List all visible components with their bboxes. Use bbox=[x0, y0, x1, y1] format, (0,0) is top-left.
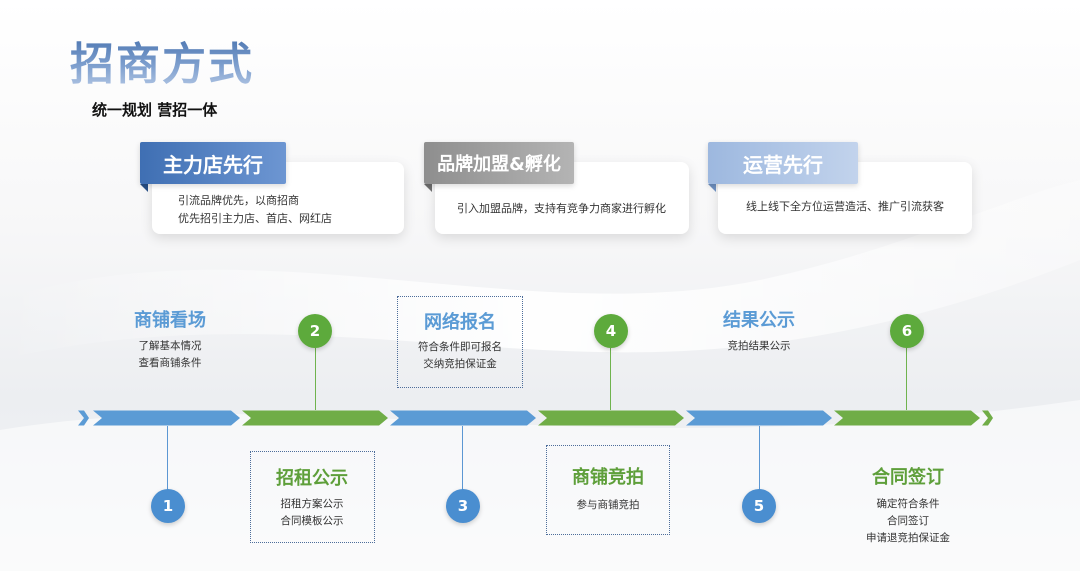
card-tag-operation-first: 运营先行 bbox=[708, 142, 858, 184]
step-title-2: 招租公示 bbox=[276, 468, 348, 489]
card-tag-anchor-store: 主力店先行 bbox=[140, 142, 286, 184]
page-subtitle: 统一规划 营招一体 bbox=[92, 101, 218, 119]
step-node-3: 3 bbox=[446, 489, 480, 523]
card-line: 线上线下全方位运营造活、推广引流获客 bbox=[746, 200, 944, 213]
timeline-segment-3 bbox=[390, 410, 536, 426]
timeline-chevron-end bbox=[982, 410, 993, 426]
card-tag-brand-franchise: 品牌加盟&孵化 bbox=[424, 142, 574, 184]
connector-1 bbox=[167, 426, 168, 496]
step-desc-line: 了解基本情况 bbox=[138, 340, 202, 352]
step-title-3: 网络报名 bbox=[424, 312, 496, 333]
card-text: 引入加盟品牌，支持有竞争力商家进行孵化 bbox=[457, 200, 666, 218]
step-desc-line: 符合条件即可报名 bbox=[418, 341, 502, 353]
connector-6 bbox=[906, 348, 907, 410]
timeline-chevron-start bbox=[78, 410, 89, 426]
step-desc-line: 参与商铺竞拍 bbox=[576, 499, 640, 511]
timeline-segment-1 bbox=[93, 410, 240, 426]
step-desc-2: 招租方案公示 合同模板公示 bbox=[252, 496, 372, 530]
card-line: 引入加盟品牌，支持有竞争力商家进行孵化 bbox=[457, 202, 666, 215]
step-desc-line: 招租方案公示 bbox=[280, 498, 344, 510]
connector-2 bbox=[315, 348, 316, 410]
card-anchor-store: 引流品牌优先，以商招商 优先招引主力店、首店、网红店 bbox=[152, 162, 404, 234]
step-node-6: 6 bbox=[890, 314, 924, 348]
step-node-1: 1 bbox=[151, 489, 185, 523]
step-desc-line: 查看商铺条件 bbox=[138, 357, 202, 369]
step-node-2: 2 bbox=[298, 314, 332, 348]
card-text: 引流品牌优先，以商招商 优先招引主力店、首店、网红店 bbox=[178, 192, 332, 228]
step-box-4 bbox=[546, 445, 670, 535]
card-text: 线上线下全方位运营造活、推广引流获客 bbox=[746, 198, 944, 216]
step-desc-line: 竞拍结果公示 bbox=[727, 340, 791, 352]
step-desc-line: 交纳竞拍保证金 bbox=[423, 358, 497, 370]
step-desc-1: 了解基本情况 查看商铺条件 bbox=[110, 338, 230, 372]
step-node-4: 4 bbox=[594, 314, 628, 348]
step-title-6: 合同签订 bbox=[872, 467, 944, 488]
timeline-segment-6 bbox=[834, 410, 980, 426]
step-box-3 bbox=[397, 296, 523, 388]
step-desc-line: 申请退竞拍保证金 bbox=[866, 532, 950, 544]
step-title-1: 商铺看场 bbox=[134, 310, 206, 331]
card-line: 引流品牌优先，以商招商 bbox=[178, 194, 299, 207]
step-desc-5: 竞拍结果公示 bbox=[699, 338, 819, 355]
step-node-5: 5 bbox=[742, 489, 776, 523]
card-tag-fold bbox=[424, 184, 432, 192]
card-tag-fold bbox=[708, 184, 716, 192]
timeline-segment-5 bbox=[686, 410, 832, 426]
card-tag-fold bbox=[140, 184, 148, 192]
step-title-5: 结果公示 bbox=[723, 310, 795, 331]
card-line: 优先招引主力店、首店、网红店 bbox=[178, 212, 332, 225]
timeline-segment-2 bbox=[242, 410, 388, 426]
connector-5 bbox=[759, 426, 760, 496]
step-box-2 bbox=[250, 451, 375, 543]
page-title: 招商方式 bbox=[70, 28, 254, 92]
step-title-4: 商铺竞拍 bbox=[572, 467, 644, 488]
step-desc-6: 确定符合条件 合同签订 申请退竞拍保证金 bbox=[838, 496, 978, 547]
step-desc-3: 符合条件即可报名 交纳竞拍保证金 bbox=[400, 339, 520, 373]
connector-3 bbox=[462, 426, 463, 496]
timeline-segment-4 bbox=[538, 410, 684, 426]
step-desc-line: 合同签订 bbox=[887, 515, 929, 527]
connector-4 bbox=[610, 348, 611, 410]
step-desc-line: 合同模板公示 bbox=[280, 515, 344, 527]
step-desc-4: 参与商铺竞拍 bbox=[548, 497, 668, 514]
step-desc-line: 确定符合条件 bbox=[876, 498, 940, 510]
